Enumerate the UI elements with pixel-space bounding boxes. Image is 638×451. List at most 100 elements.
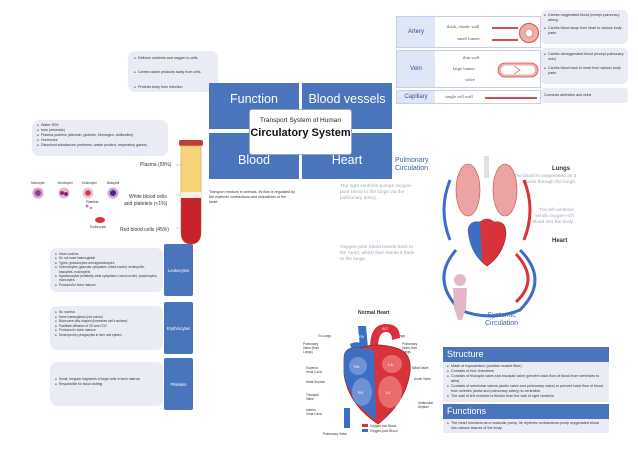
functions-header[interactable]: Functions — [443, 404, 609, 419]
erythrocytes-label[interactable]: Erythrocytes — [164, 302, 193, 354]
structure-item: Made of myocardium (cardiac muscle fibre… — [447, 364, 605, 369]
heart-label-aortic-valve: Aortic Valve — [414, 377, 431, 381]
vein-note: Carries blood back to heart from various… — [544, 66, 625, 76]
heart-label-pulmonary-veins: Pulmonary Veins from Lungs — [402, 342, 418, 354]
chamber-la: LA — [388, 362, 393, 367]
cell-label-monocyte: Monocyte — [31, 181, 45, 185]
structure-item: Consists of four chambers — [447, 369, 605, 374]
leukocyte-item: Do not have haemoglobin — [55, 256, 158, 261]
normal-heart-illustration: RA LA RV LV PA AO — [343, 324, 411, 428]
vein-cross-section — [497, 62, 539, 78]
artery-name: Artery — [397, 17, 435, 47]
artery-note: Carries oxygenated blood (except pulmona… — [544, 13, 625, 23]
artery-cross-section — [519, 23, 539, 43]
erythrocyte-label: Erythrocyte — [90, 225, 107, 229]
plasma-item: Dissolved substances (nutrients, waste p… — [37, 143, 163, 148]
platelets-card: Small, irregular fragments of large cell… — [50, 362, 163, 406]
chamber-ra: RA — [354, 364, 360, 369]
leukocyte-item: Granulocytes (granular cytoplasm, lobed … — [55, 265, 158, 274]
structure-item: The wall of left ventricle is thicker th… — [447, 394, 605, 399]
artery-line-1 — [492, 27, 518, 29]
lungs-label: Lungs — [552, 166, 570, 172]
blood-cells-illustration — [32, 187, 119, 223]
plasma-item: Ions (minerals) — [37, 128, 163, 133]
erythrocyte-item: No nucleus — [55, 310, 158, 315]
capillary-name: Capillary — [397, 91, 435, 103]
legend-blue-swatch — [362, 429, 368, 432]
structure-body: Made of myocardium (cardiac muscle fibre… — [443, 362, 609, 402]
heart-label-pulmonary-valve-top: Pulmonary Valve (from Lungs) — [303, 342, 320, 354]
plasma-card: Water 90% Ions (minerals) Plasma protein… — [32, 120, 168, 156]
structure-item: Consists of tricuspid valve and bicuspid… — [447, 374, 605, 384]
vein-row: Vein thin wall large lumen valve — [396, 50, 541, 88]
heart-label: Heart — [552, 238, 568, 244]
platelets-box-label[interactable]: Platelets — [164, 358, 193, 410]
heart-legend: Oxygen-rich Blood Oxygen-poor Blood — [362, 424, 397, 434]
chamber-ao: AO — [382, 326, 388, 331]
plasma-label: Plasma (55%) — [140, 162, 172, 168]
capillary-line — [485, 97, 537, 99]
platelets-label: Platelets — [86, 200, 99, 204]
wbc-label-2: and platelets (<1%) — [124, 201, 168, 207]
erythrocyte-item: Biconcave disc shaped (increases cell's … — [55, 319, 158, 324]
chamber-lv: LV — [386, 390, 391, 395]
test-tube-illustration — [176, 140, 203, 245]
blood-node[interactable]: Blood — [209, 133, 299, 179]
cell-label-eosinophil: Eosinophil — [82, 181, 97, 185]
leukocyte-item: Have nucleus — [55, 252, 158, 257]
heart-label-superior-vena-cava: Superior Vena Cava — [306, 366, 322, 374]
function-card: Delivers nutrients and oxygen to cells C… — [128, 51, 218, 92]
cell-label-basophil: Basophil — [107, 181, 120, 185]
left-ventricle-text: The left ventricle sends oxygen-rich blo… — [532, 208, 574, 225]
capillary-note: Connects arterioles and veins — [544, 93, 592, 97]
vein-wall: thin wall — [463, 55, 480, 60]
artery-line-2 — [492, 39, 518, 41]
plasma-item: Hormones — [37, 138, 163, 143]
capillary-row: Capillary single cell wall — [396, 90, 541, 104]
leukocyte-item: Agranulocytes (relatively clear cytoplas… — [55, 274, 158, 283]
structure-header[interactable]: Structure — [443, 347, 609, 362]
erythrocytes-card: No nucleus Have haemoglobin (red colour)… — [50, 306, 163, 350]
vein-notes-card: Carries deoxygenated blood (except pulmo… — [541, 48, 628, 84]
wbc-label: White blood cells — [129, 194, 167, 200]
heart-label-inferior-vena-cava: Inferior Vena Cava — [306, 408, 322, 416]
erythrocyte-item: Produced in bone marrow — [55, 328, 158, 333]
heart-node[interactable]: Heart — [302, 133, 392, 179]
function-item: Carries waste products away from cells — [134, 70, 212, 76]
erythrocyte-item: Have haemoglobin (red colour) — [55, 315, 158, 320]
artery-note: Carries blood away from heart to various… — [544, 26, 625, 36]
lungs-text: The blood is oxygenated as it travels th… — [513, 174, 576, 185]
vein-lumen: large lumen — [453, 66, 475, 71]
platelet-item: Responsible for blood clotting — [55, 382, 158, 387]
leukocyte-item: Types: granulocytes and agranulocytes — [55, 261, 158, 266]
vein-valve: valve — [465, 77, 475, 82]
normal-heart-title: Normal Heart — [358, 310, 390, 316]
pulmonary-circulation-title: Pulmonary Circulation — [395, 157, 429, 172]
oxygen-poor-text: Oxygen-poor blood travels back to the he… — [340, 245, 414, 262]
central-subtitle: Transport System of Human — [259, 117, 342, 124]
right-ventricle-text: The right ventricle pumps oxygen-poor bl… — [340, 184, 413, 201]
erythrocyte-item: Facilitate diffusion of O2 and CO2 — [55, 324, 158, 329]
central-title-box: Transport System of Human Circulatory Sy… — [249, 109, 352, 155]
platelet-item: Small, irregular fragments of large cell… — [55, 377, 158, 382]
erythrocyte-item: Destroyed by phagocytes in liver and spl… — [55, 333, 158, 338]
legend-oxygen-rich: Oxygen-rich Blood — [362, 424, 397, 429]
plasma-item: Plasma proteins (albumin, globulin, fibr… — [37, 133, 163, 138]
heart-label-ventricular-septum: Ventricular Septum — [418, 401, 434, 409]
leukocytes-label[interactable]: Leukocytes — [164, 244, 193, 296]
legend-red-swatch — [362, 424, 368, 427]
artery-lumen: small lumen — [457, 36, 480, 41]
circulation-diagram — [442, 156, 537, 320]
heart-label-to-lungs-left: To Lungs — [318, 334, 331, 338]
legend-oxygen-poor: Oxygen-poor Blood — [362, 429, 397, 434]
function-item: Delivers nutrients and oxygen to cells — [134, 56, 212, 62]
functions-body: The heart functions as a muscular pump. … — [443, 419, 609, 433]
cell-label-neutrophil: Neutrophil — [58, 181, 73, 185]
capillary-notes-card: Connects arterioles and veins — [541, 88, 628, 103]
central-map: Function Blood vessels Blood Heart Trans… — [209, 83, 392, 179]
structure-item: Consists of semilunar valves (aortic val… — [447, 384, 605, 394]
chamber-pa: PA — [359, 334, 364, 339]
central-title: Circulatory System — [250, 127, 351, 139]
plasma-item: Water 90% — [37, 123, 163, 128]
capillary-wall: single cell wall — [445, 94, 473, 99]
